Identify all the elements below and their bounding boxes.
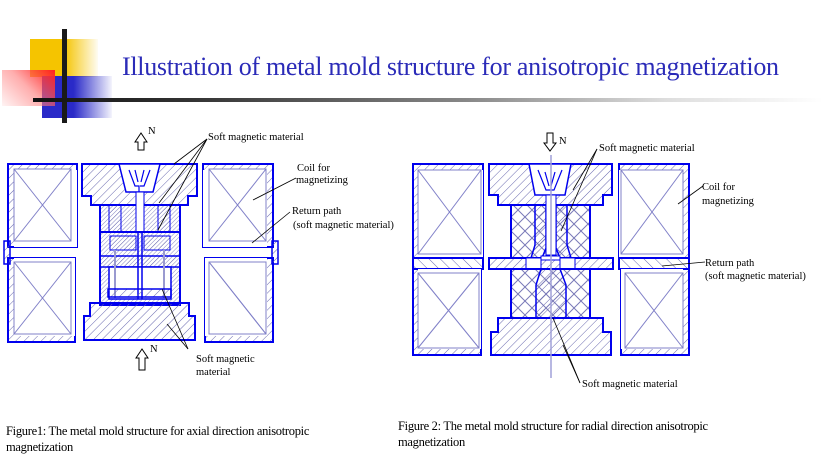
figure1-caption: Figure1: The metal mold structure for ax…	[6, 423, 309, 455]
figure2-caption-line1: Figure 2: The metal mold structure for r…	[398, 419, 708, 433]
figure2-north-arrow-top: N	[543, 132, 567, 152]
svg-text:N: N	[148, 126, 156, 137]
figure1-label-coil-line1: Coil for	[297, 163, 330, 174]
figure1-caption-line2: magnetization	[6, 440, 73, 454]
figure1-left-coil-upper	[7, 163, 78, 248]
figure2-leader-lines	[552, 148, 706, 384]
figure1-left-return-path	[3, 240, 11, 265]
svg-text:N: N	[150, 344, 158, 355]
figure2-diagram: N Soft magnetic material Coil for magnet…	[412, 132, 806, 390]
figure1-right-coil-upper	[202, 163, 274, 248]
figure2-right-coil-lower	[620, 268, 690, 356]
figure2-left-coil-lower	[412, 268, 482, 356]
figure1-caption-line1: Figure1: The metal mold structure for ax…	[6, 424, 310, 438]
figure2-caption: Figure 2: The metal mold structure for r…	[398, 418, 708, 450]
title-underline	[33, 98, 823, 102]
svg-text:N: N	[559, 136, 567, 147]
figure1-label-coil-line2: magnetizing	[296, 175, 349, 186]
figure2-label-soft-magnetic-bottom: Soft magnetic material	[582, 379, 678, 390]
figure1-label-soft-magnetic-bottom-line1: Soft magnetic	[196, 354, 255, 365]
figure2-label-coil-line2: magnetizing	[702, 196, 755, 207]
figure2-label-return-line2: (soft magnetic material)	[705, 271, 806, 282]
figure1-left-coil-lower	[7, 257, 76, 343]
figure2-right-return-path	[618, 257, 690, 270]
figure2-label-soft-magnetic-top: Soft magnetic material	[599, 143, 695, 154]
figure2-right-coil-upper	[618, 163, 690, 259]
figure2-label-return-line1: Return path	[705, 258, 755, 269]
figure2-left-coil-upper	[412, 163, 484, 259]
figure1-right-return-path	[271, 240, 279, 265]
figure1-north-arrow-bottom: N	[135, 344, 158, 371]
figure2-caption-line2: magnetization	[398, 435, 465, 449]
vertical-rule-decoration	[62, 29, 67, 123]
figure1-diagram: N N Soft magnetic material Coil for magn…	[3, 126, 394, 378]
figure1-center-mold	[81, 163, 198, 341]
figure1-label-soft-magnetic-top: Soft magnetic material	[208, 132, 304, 143]
figure2-center-mold	[488, 155, 614, 378]
figure1-label-return-line1: Return path	[292, 206, 342, 217]
page-title: Illustration of metal mold structure for…	[122, 52, 779, 81]
figure1-right-coil-lower	[204, 257, 274, 343]
figure1-label-return-line2: (soft magnetic material)	[293, 220, 394, 231]
figure1-label-soft-magnetic-bottom-line2: material	[196, 367, 230, 378]
figure2-label-coil-line1: Coil for	[702, 182, 735, 193]
figure2-left-return-path	[412, 257, 484, 270]
figure1-north-arrow-top: N	[134, 126, 156, 151]
figure1-leader-lines	[157, 138, 297, 350]
